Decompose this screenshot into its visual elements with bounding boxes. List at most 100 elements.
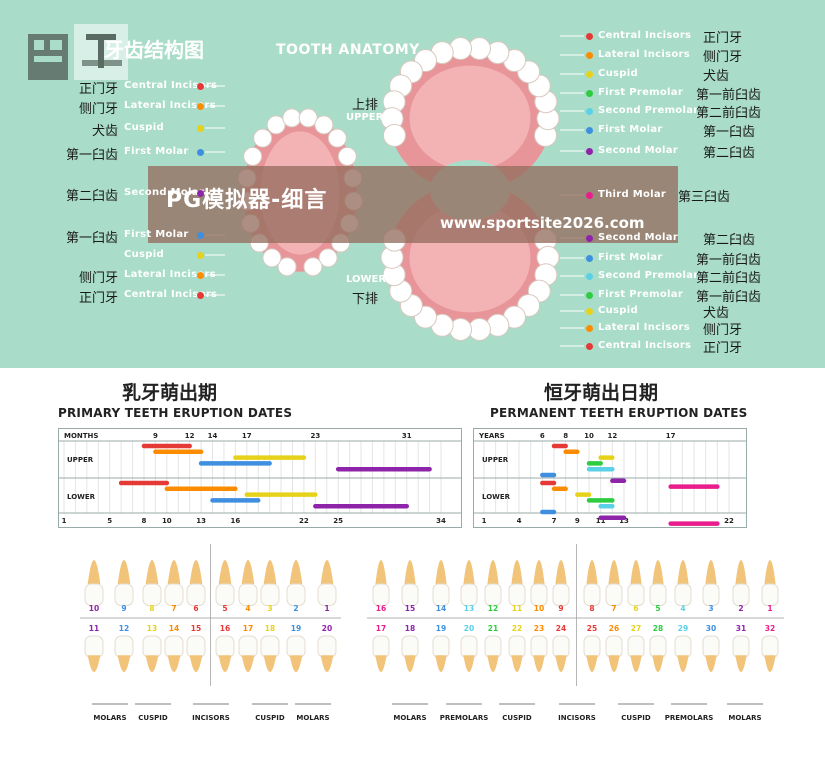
- tooth-crown: [164, 583, 184, 607]
- tooth-root: [404, 560, 416, 584]
- tooth-root: [487, 655, 499, 672]
- tooth-number: 31: [736, 624, 746, 633]
- right-label-en: Central Incisors: [598, 340, 692, 351]
- tooth-number: 20: [322, 624, 332, 633]
- tooth-root: [533, 655, 545, 672]
- right-label-cn: 侧门牙: [703, 50, 743, 65]
- tooth-number: 8: [589, 604, 594, 613]
- left-label-dot: [197, 292, 204, 299]
- tooth-root: [145, 655, 159, 672]
- tooth-crown: [552, 583, 570, 607]
- tooth-group-label: INCISORS: [558, 714, 596, 722]
- tooth-crown: [460, 583, 478, 607]
- right-label-dot: [586, 273, 593, 280]
- tooth-shape: [298, 108, 318, 128]
- upper-tooth: [84, 560, 104, 607]
- tooth-number: 15: [191, 624, 201, 633]
- bottom-tick-label: 16: [230, 517, 240, 525]
- tooth-root: [652, 560, 664, 584]
- left-label-dot: [197, 190, 204, 197]
- permanent-upper-jaw-palate: [409, 65, 531, 171]
- top-tick-label: 17: [242, 432, 252, 440]
- left-label-dot: [197, 149, 204, 156]
- upper-tooth: [583, 560, 601, 607]
- right-label-en: First Premolar: [598, 289, 684, 300]
- tooth-number: 11: [512, 604, 522, 613]
- tooth-crown: [732, 635, 750, 659]
- bottom-tick-label: 9: [575, 517, 580, 525]
- right-label-en: Second Premolar: [598, 105, 699, 116]
- tooth-number: 6: [633, 604, 638, 613]
- lower-tooth: [401, 635, 419, 672]
- watermark-banner: PG模拟器-细言 www.sportsite2026.com: [148, 166, 678, 243]
- right-label-dot: [586, 325, 593, 332]
- tooth-anatomy-panel: 牙齿结构图 TOOTH ANATOMY 上排 UPPER LOWER 下排 PG…: [0, 0, 825, 368]
- tooth-crown: [484, 635, 502, 659]
- right-label-cn: 正门牙: [703, 31, 743, 46]
- tooth-number: 4: [680, 604, 685, 613]
- upper-row-label: UPPER: [482, 456, 509, 464]
- right-label-en: Second Molar: [598, 232, 679, 243]
- upper-tooth: [186, 560, 206, 607]
- upper-tooth: [164, 560, 184, 607]
- tooth-crown: [432, 583, 450, 607]
- tooth-number: 21: [488, 624, 498, 633]
- lower-tooth: [484, 635, 502, 672]
- top-tick-label: 14: [208, 432, 218, 440]
- right-label-cn: 第三臼齿: [678, 190, 731, 205]
- unit-label: MONTHS: [64, 432, 98, 440]
- tooth-shape: [314, 115, 334, 135]
- top-tick-label: 17: [666, 432, 676, 440]
- tooth-group-label: MOLARS: [296, 714, 329, 722]
- upper-tooth: [761, 560, 779, 607]
- lower-row-label: LOWER: [67, 493, 96, 501]
- anatomy-title-cn: 牙齿结构图: [104, 38, 204, 62]
- left-label-cn: 正门牙: [78, 82, 118, 97]
- tooth-crown: [186, 635, 206, 659]
- upper-tooth: [460, 560, 478, 607]
- tooth-root: [218, 560, 232, 584]
- tooth-number: 22: [512, 624, 522, 633]
- tooth-number: 26: [609, 624, 619, 633]
- tooth-crown: [215, 583, 235, 607]
- right-label-dot: [586, 192, 593, 199]
- tooth-root: [652, 655, 664, 672]
- tooth-crown: [649, 635, 667, 659]
- top-tick-label: 23: [310, 432, 320, 440]
- left-label-cn: 第一臼齿: [65, 231, 118, 246]
- right-label-cn: 第一前臼齿: [696, 88, 762, 103]
- tooth-root: [511, 560, 523, 584]
- right-label-dot: [586, 308, 593, 315]
- right-label-dot: [586, 90, 593, 97]
- lower-tooth: [605, 635, 623, 672]
- tooth-crown: [142, 583, 162, 607]
- tooth-crown: [260, 583, 280, 607]
- lower-tooth: [530, 635, 548, 672]
- tooth-root: [677, 560, 689, 584]
- tooth-root: [630, 655, 642, 672]
- right-label-en: Cuspid: [598, 68, 638, 79]
- top-tick-label: 10: [584, 432, 594, 440]
- right-label-cn: 犬齿: [703, 306, 730, 321]
- tooth-crown: [508, 635, 526, 659]
- tooth-shape: [282, 108, 302, 128]
- lower-tooth: [260, 635, 280, 672]
- bottom-tick-label: 7: [552, 517, 557, 525]
- lower-tooth: [186, 635, 206, 672]
- tooth-root: [677, 655, 689, 672]
- lower-tooth: [372, 635, 390, 672]
- upper-tooth: [702, 560, 720, 607]
- right-label-cn: 第二臼齿: [703, 233, 756, 248]
- tooth-shape: [318, 248, 338, 268]
- tooth-number: 13: [147, 624, 157, 633]
- lower-tooth: [508, 635, 526, 672]
- right-label-cn: 第二前臼齿: [696, 106, 762, 121]
- tooth-crown: [114, 635, 134, 659]
- tooth-crown: [401, 635, 419, 659]
- tooth-crown: [530, 635, 548, 659]
- left-label-dot: [197, 252, 204, 259]
- bottom-tick-label: 13: [619, 517, 629, 525]
- upper-tooth: [142, 560, 162, 607]
- tooth-group-label: CUSPID: [138, 714, 168, 722]
- tooth-root: [705, 655, 717, 672]
